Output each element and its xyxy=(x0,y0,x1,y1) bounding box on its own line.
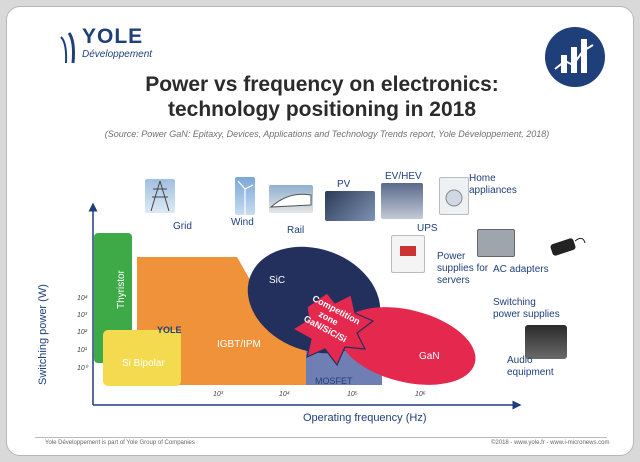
y-tick-2: 10² xyxy=(77,329,88,336)
pv-photo xyxy=(325,191,375,221)
y-tick-4: 10⁴ xyxy=(77,295,88,302)
label-thyristor: Thyristor xyxy=(116,269,127,309)
footer-right: ©2018 - www.yole.fr - www.i-micronews.co… xyxy=(491,440,610,446)
adapter-photo xyxy=(547,233,587,257)
app-home-line2: appliances xyxy=(469,185,517,196)
y-tick-3: 10³ xyxy=(77,312,88,319)
app-audio-line1: Audio xyxy=(507,355,533,366)
x-tick-5: 10⁵ xyxy=(347,391,358,398)
ups-photo xyxy=(391,235,425,273)
app-grid: Grid xyxy=(173,221,192,232)
report-badge-icon xyxy=(545,27,605,87)
x-axis-label: Operating frequency (Hz) xyxy=(303,412,427,424)
app-ev: EV/HEV xyxy=(385,171,422,182)
title-line-2: technology positioning in 2018 xyxy=(167,98,477,121)
y-tick-1: 10¹ xyxy=(77,347,88,354)
competition-zone-burst xyxy=(291,292,375,367)
grid-photo xyxy=(145,179,175,213)
rail-photo xyxy=(269,185,313,213)
app-audio-line2: equipment xyxy=(507,367,554,378)
y-axis-label: Switching power (W) xyxy=(37,284,49,385)
label-mosfet: MOSFET xyxy=(315,376,353,386)
app-rail: Rail xyxy=(287,225,305,236)
home-photo xyxy=(439,177,469,215)
label-watermark: YOLE xyxy=(157,325,182,335)
app-switching-line1: Switching xyxy=(493,297,536,308)
label-si-bipolar: Si Bipolar xyxy=(122,358,165,369)
app-pv: PV xyxy=(337,179,351,190)
x-tick-6: 10⁶ xyxy=(415,391,426,398)
footer-left: Yole Développement is part of Yole Group… xyxy=(45,440,195,446)
source-note: (Source: Power GaN: Epitaxy, Devices, Ap… xyxy=(104,129,550,139)
x-tick-3: 10³ xyxy=(213,391,224,398)
slide: YOLE Développement Power vs frequency on… xyxy=(6,6,634,456)
diagram-canvas: Thyristor Si Bipolar IGBT/IPM SiC GaN MO… xyxy=(88,202,522,410)
ev-photo xyxy=(381,183,423,219)
app-home-line1: Home xyxy=(469,173,496,184)
server-psu-photo xyxy=(477,229,515,257)
label-igbt: IGBT/IPM xyxy=(217,339,261,350)
x-tick-4: 10⁴ xyxy=(279,391,290,398)
label-sic: SiC xyxy=(269,275,285,286)
label-gan: GaN xyxy=(419,351,440,362)
app-servers: Power supplies for servers xyxy=(437,251,488,287)
brand-sub: Développement xyxy=(82,49,153,60)
app-servers-line1: Power xyxy=(437,251,466,262)
app-ups: UPS xyxy=(417,223,438,234)
app-home: Home appliances xyxy=(469,173,517,197)
footer-divider xyxy=(35,437,607,438)
app-switching-line2: power supplies xyxy=(493,309,560,320)
app-switching: Switching power supplies xyxy=(493,297,560,321)
region-si-bipolar xyxy=(103,330,181,386)
wind-photo xyxy=(235,177,255,215)
app-wind: Wind xyxy=(231,217,254,228)
app-audio: Audio equipment xyxy=(507,355,554,379)
brand-name: YOLE xyxy=(82,25,144,48)
yole-logo-icon xyxy=(60,32,75,64)
y-tick-0: 10⁰ xyxy=(77,365,88,372)
audio-photo xyxy=(525,325,567,359)
app-servers-line3: servers xyxy=(437,275,470,286)
title-line-1: Power vs frequency on electronics: xyxy=(145,73,499,96)
app-servers-line2: supplies for xyxy=(437,263,489,274)
region-gan xyxy=(338,307,476,385)
app-adapters: AC adapters xyxy=(493,264,549,275)
